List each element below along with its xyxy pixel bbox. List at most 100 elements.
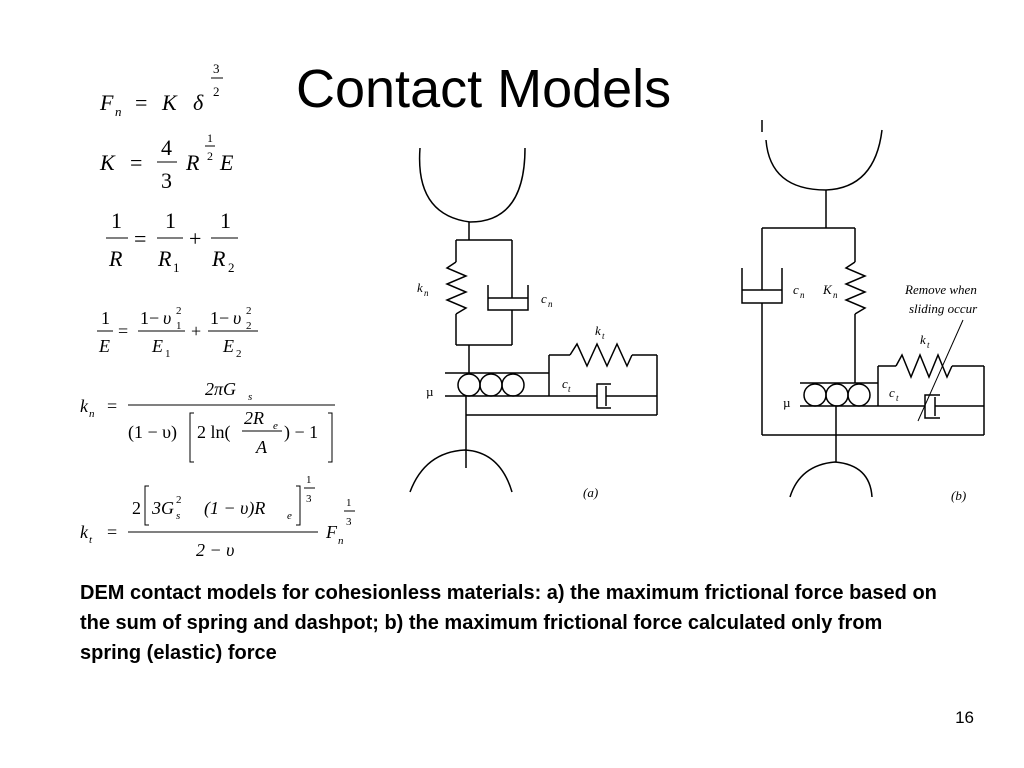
eq-k-eq: =: [130, 150, 142, 175]
svg-text:n: n: [548, 299, 553, 309]
eq-e-nu1: υ: [163, 308, 171, 328]
eq-r-r1: R: [157, 246, 172, 271]
label-kt-a: k: [595, 323, 601, 338]
eq-kt-fexp-num: 1: [346, 497, 352, 509]
eq-k-lhs: K: [99, 150, 116, 175]
eq-kt-f: F: [325, 522, 338, 542]
dashpot-ct-a: [596, 383, 611, 409]
eq-kn-num-sub: s: [248, 391, 252, 403]
eq-e-nu2-sub: 2: [246, 320, 252, 332]
eq-r-r2-sub: 2: [228, 260, 235, 275]
eq-fn-delta: δ: [193, 90, 204, 115]
eq-kt-f-sub: n: [338, 535, 344, 547]
label-ct-b: c: [889, 385, 895, 400]
spring-kt-b: [895, 353, 953, 379]
eq-fn-eq: =: [135, 90, 147, 115]
particle-b-top: [765, 129, 883, 191]
eq-e-plus: +: [191, 321, 201, 341]
label-cn-b: c: [793, 282, 799, 297]
eq-kn-eq: =: [107, 396, 117, 416]
eq-fn-lhs-sub: n: [115, 104, 122, 119]
eq-kn-re: 2R: [244, 408, 264, 428]
svg-text:n: n: [800, 290, 805, 300]
eq-kn-den-b: 2 ln(: [197, 422, 231, 443]
diagram-b: c n K n k t c t µ Remove when sliding oc…: [741, 120, 985, 503]
eq-e-nu1-sup: 2: [176, 305, 182, 317]
eq-e-num2: 1−: [210, 308, 229, 328]
svg-text:n: n: [833, 290, 838, 300]
label-kt-b: k: [920, 332, 926, 347]
eq-e-nu1-sub: 1: [176, 320, 182, 332]
eq-kt-exp-den: 3: [306, 493, 312, 505]
eq-e-e1: E: [151, 336, 163, 356]
eq-kt-den: 2 − υ: [196, 540, 234, 560]
eq-e-nu2-sup: 2: [246, 305, 252, 317]
eq-e-e: E: [98, 336, 110, 356]
diagram-a: k n c n k t c t µ (a): [409, 147, 658, 500]
eq-kt-two: 2: [132, 498, 141, 518]
eq-kn-a: A: [255, 437, 268, 457]
eq-k-r: R: [185, 150, 200, 175]
note-remove-when: Remove when: [904, 282, 977, 297]
eq-modulus: 1 E = 1− υ 2 1 E 1 + 1− υ 2 2 E 2: [97, 305, 258, 360]
eq-e-eq: =: [118, 321, 128, 341]
svg-text:t: t: [568, 384, 571, 394]
label-kn-a: k: [417, 280, 423, 295]
label-ct-a: c: [562, 376, 568, 391]
eq-kn-lhs-sub: n: [89, 408, 95, 420]
eq-kt-fexp-den: 3: [346, 516, 352, 528]
spring-kn-a: [445, 261, 468, 315]
particle-a-top: [418, 147, 526, 223]
eq-fn-lhs: F: [99, 90, 114, 115]
label-a: (a): [583, 485, 598, 500]
eq-kt-exp-num: 1: [306, 474, 312, 486]
eq-e-e2-sub: 2: [236, 348, 242, 360]
eq-kt-nu-sub: e: [287, 510, 292, 522]
eq-e-one: 1: [101, 308, 110, 328]
eq-kt-nu: (1 − υ)R: [204, 498, 265, 519]
eq-r-one-c: 1: [220, 208, 231, 233]
eq-kn-den-a: (1 − υ): [128, 422, 177, 443]
eq-kt-eq: =: [107, 522, 117, 542]
eq-normal-stiffness: k n = 2πG s (1 − υ) 2 ln( 2R e A ) − 1: [80, 379, 335, 463]
slide-title: Contact Models: [296, 59, 672, 119]
eq-kn-lhs: k: [80, 396, 89, 416]
eq-kt-lhs: k: [80, 522, 89, 542]
eq-kt-g-sup: 2: [176, 494, 182, 506]
eq-e-nu2: υ: [233, 308, 241, 328]
eq-radius: 1 R = 1 R 1 + 1 R 2: [106, 208, 238, 275]
eq-fn-exp-num: 3: [213, 61, 220, 76]
label-mu-b: µ: [783, 395, 791, 410]
eq-kn-re-sub: e: [273, 420, 278, 432]
eq-r-one-b: 1: [165, 208, 176, 233]
equations-panel: F n = K δ 3 2 K = 4 3 R 1 2 E 1 R =: [80, 61, 355, 560]
eq-normal-force: F n = K δ 3 2: [99, 61, 223, 119]
eq-r-r1-sub: 1: [173, 260, 180, 275]
eq-k-den: 3: [161, 168, 172, 193]
eq-k-exp-den: 2: [207, 149, 213, 163]
label-mu-a: µ: [426, 384, 434, 399]
eq-stiffness: K = 4 3 R 1 2 E: [99, 131, 234, 193]
label-kn-b: K: [822, 282, 833, 297]
eq-k-num: 4: [161, 135, 172, 160]
label-b: (b): [951, 488, 966, 503]
eq-r-r: R: [108, 246, 123, 271]
eq-kn-num: 2πG: [205, 379, 236, 399]
spring-kt-a: [569, 342, 633, 368]
slide-caption: DEM contact models for cohesionless mate…: [80, 582, 937, 664]
eq-e-num1: 1−: [140, 308, 159, 328]
svg-text:t: t: [602, 331, 605, 341]
svg-text:t: t: [927, 340, 930, 350]
page-number: 16: [955, 708, 974, 727]
eq-k-e: E: [219, 150, 234, 175]
eq-k-exp-num: 1: [207, 131, 213, 145]
eq-r-one: 1: [111, 208, 122, 233]
eq-e-e1-sub: 1: [165, 348, 171, 360]
eq-tangential-stiffness: k t = 2 3G 2 s (1 − υ)R e 1 3 2 − υ F n …: [80, 474, 355, 560]
eq-kt-g-sub: s: [176, 510, 180, 522]
particle-b-bottom: [789, 461, 873, 498]
spring-kn-b: [844, 261, 867, 315]
particle-a-bottom: [409, 449, 513, 493]
eq-fn-k: K: [161, 90, 178, 115]
eq-r-plus: +: [189, 226, 201, 251]
